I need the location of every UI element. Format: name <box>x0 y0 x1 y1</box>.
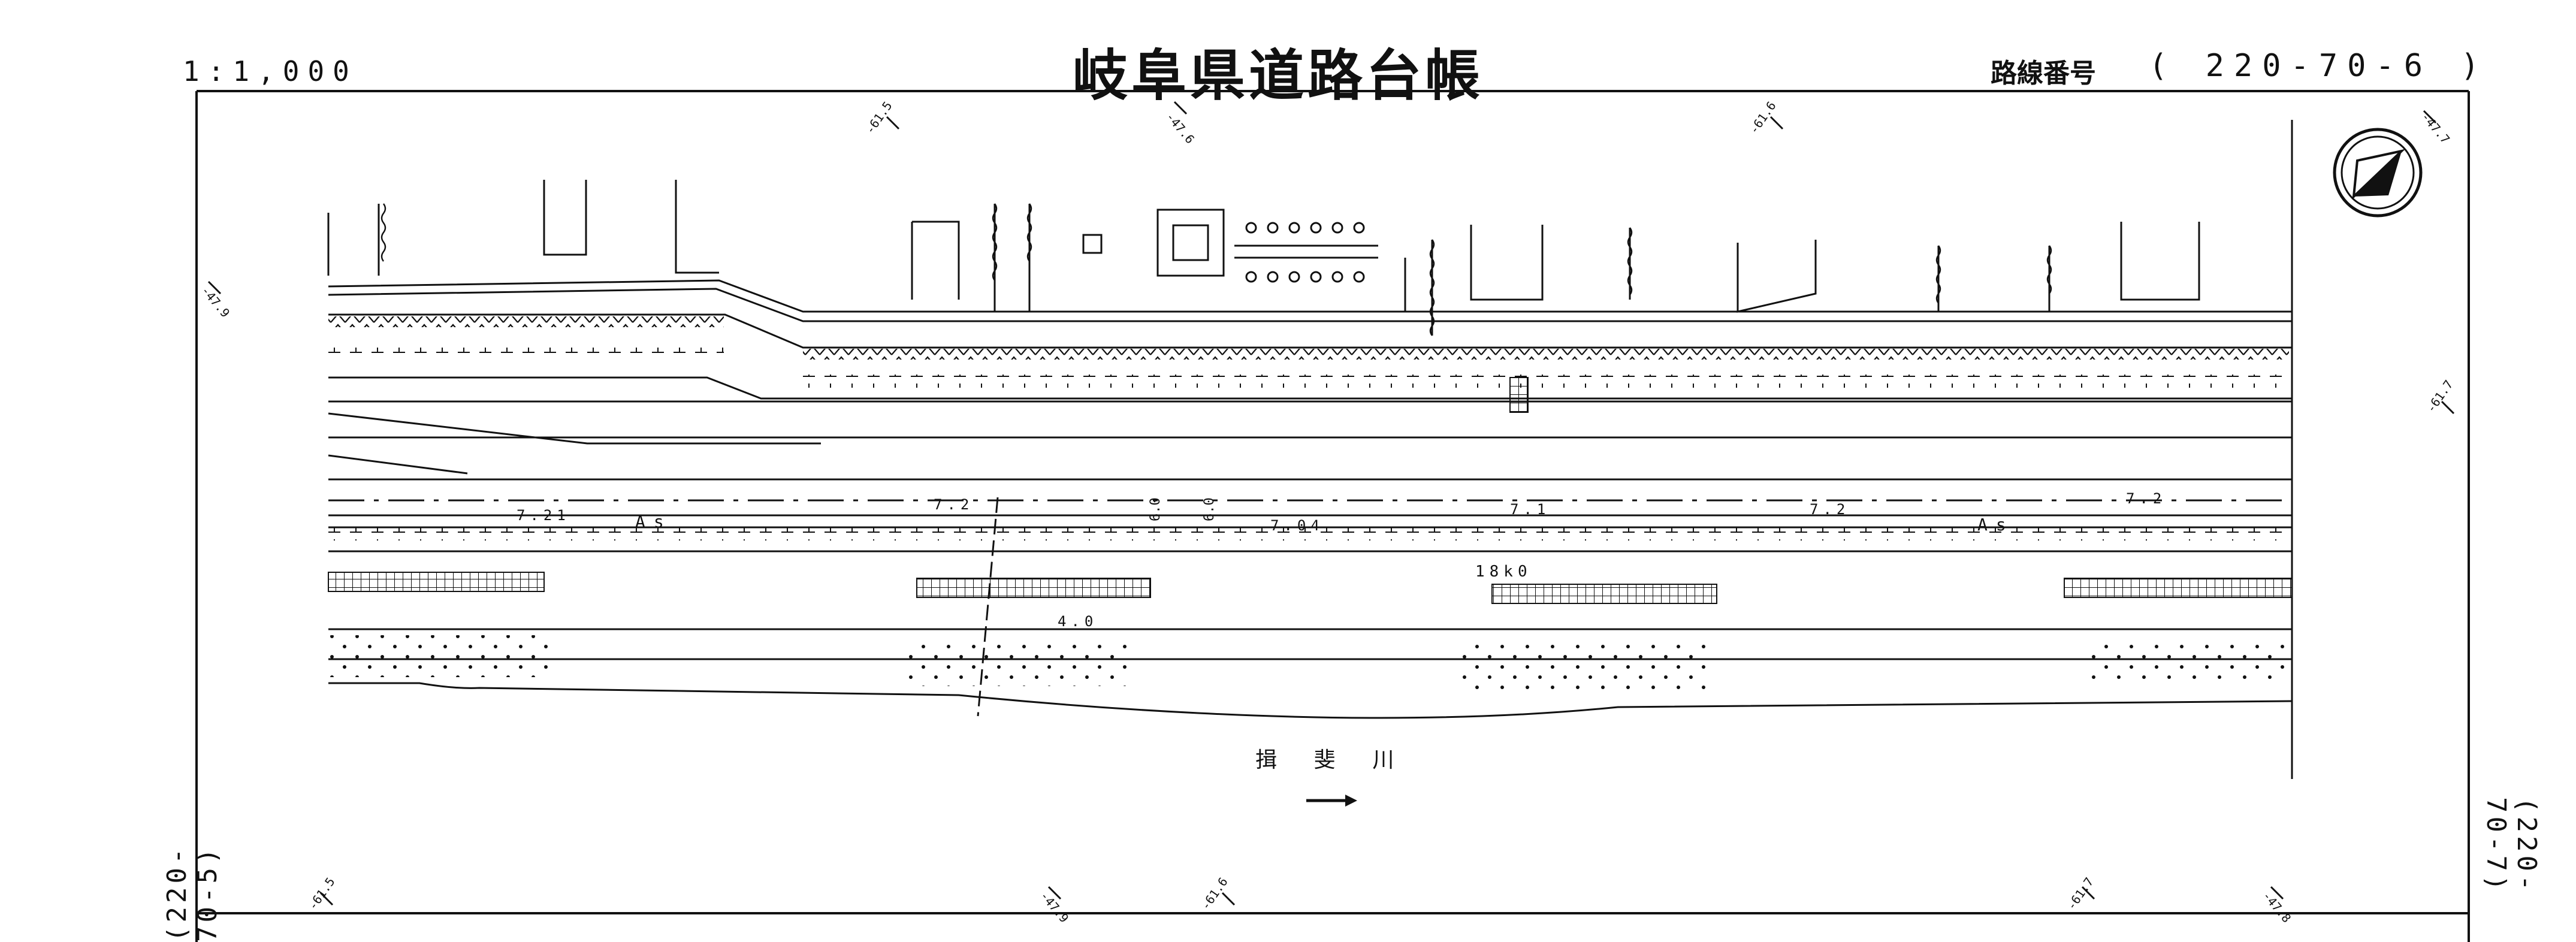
scale-label: 1:1,000 <box>183 55 358 87</box>
grid-label: -47.7 <box>2418 110 2453 147</box>
paved-sections <box>328 377 2293 604</box>
grid-label: -61.6 <box>1198 875 1230 913</box>
embankment-slope <box>803 349 2289 360</box>
grid-label: -47.9 <box>1037 889 1071 926</box>
grid-label: -47.8 <box>2260 889 2294 926</box>
curb-marks <box>803 375 2289 388</box>
gravel-areas <box>328 635 2289 695</box>
grid-label: -61.5 <box>862 99 895 137</box>
grid-label: -61.6 <box>1746 99 1778 137</box>
elevation-label: 7.2 <box>2126 490 2166 507</box>
grid-label: -47.6 <box>1163 110 1197 147</box>
elevation-label: 4.0 <box>1058 613 1098 630</box>
curb-marks <box>328 346 724 360</box>
north-arrow-icon <box>2333 128 2423 218</box>
elevation-label: 7.2 <box>1810 501 1850 518</box>
road-lines <box>328 279 2293 719</box>
park-posts <box>1234 222 1378 283</box>
elevation-label: 7.2 <box>934 496 974 513</box>
surface-label: As <box>1977 515 2015 535</box>
map-frame <box>195 90 2470 942</box>
surface-label: As <box>635 512 672 532</box>
grid-label: -61.5 <box>305 875 337 913</box>
embankment-slope <box>328 316 724 327</box>
page-title: 岐阜県道路台帳 <box>1073 44 1484 108</box>
width-label: 6.0 <box>1148 497 1163 521</box>
flow-arrow-icon <box>1306 795 1357 807</box>
river-name: 揖 斐 川 <box>1255 748 1406 772</box>
grid-label: -61.7 <box>2064 875 2096 913</box>
adjacent-sheet-right-ref: (220-70-7) <box>2481 797 2542 895</box>
elevation-label: 7.1 <box>1510 501 1550 518</box>
route-number-value: ( 220-70-6 ) <box>2149 48 2489 84</box>
curb-marks <box>328 527 2292 541</box>
route-number-label: 路線番号 <box>1991 58 2096 89</box>
buildings <box>327 120 2293 779</box>
width-label: 6.0 <box>1202 497 1217 521</box>
hedges <box>380 203 2052 336</box>
km-post-label: 18k0 <box>1475 563 1532 581</box>
grid-marks <box>207 101 2455 906</box>
elevation-label: 7.04 <box>1270 517 1324 534</box>
sheet-boundary <box>977 497 999 717</box>
elevation-label: 7.21 <box>517 507 570 524</box>
